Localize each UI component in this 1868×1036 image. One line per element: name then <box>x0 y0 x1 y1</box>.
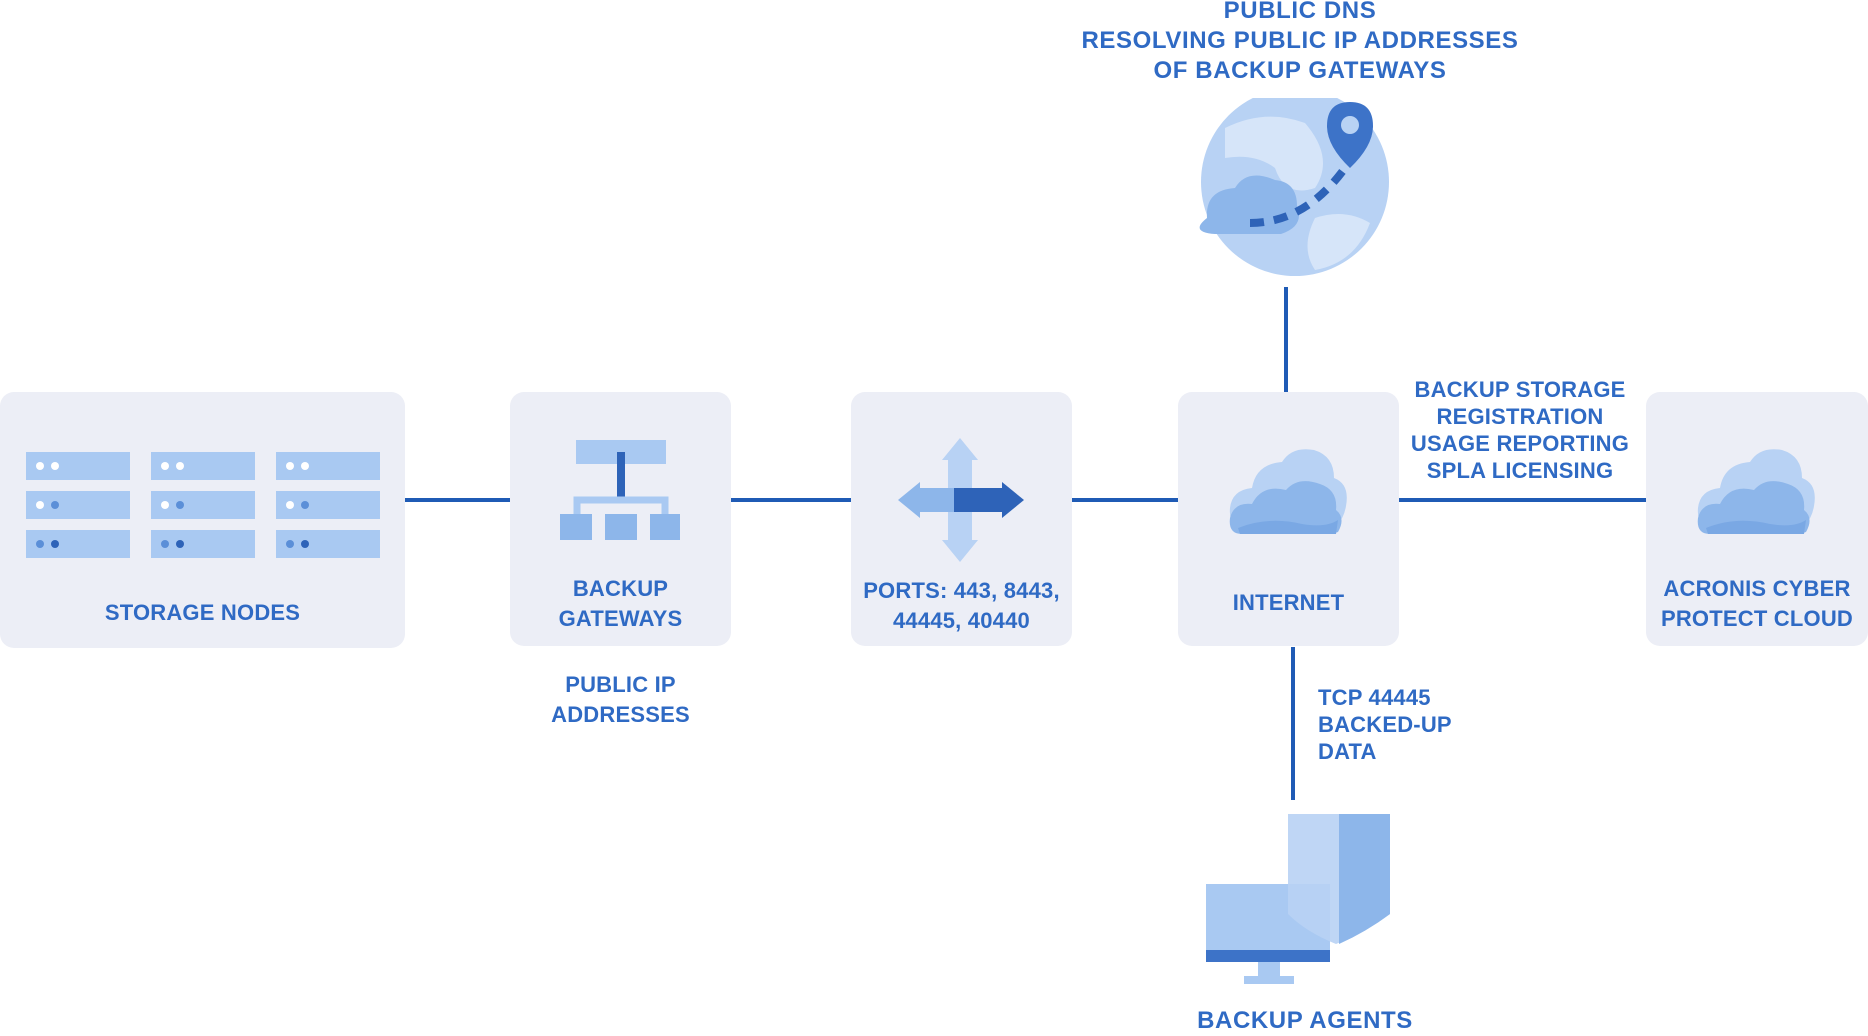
acronis-cloud-label: ACRONIS CYBER PROTECT CLOUD <box>1646 574 1868 634</box>
move-arrows-icon <box>898 438 1024 562</box>
internet-cloud-icon <box>1229 449 1347 534</box>
ports-line-1: PORTS: 443, 8443, <box>863 578 1060 603</box>
tcp-note-line-2: BACKED-UP <box>1318 712 1452 737</box>
dns-label: PUBLIC DNS RESOLVING PUBLIC IP ADDRESSES… <box>1000 0 1600 86</box>
registration-note: BACKUP STORAGE REGISTRATION USAGE REPORT… <box>1400 376 1640 484</box>
acronis-cloud-line-2: PROTECT CLOUD <box>1660 606 1854 631</box>
globe-location-icon <box>1199 98 1389 276</box>
public-ip-note-line-1: PUBLIC IP <box>565 672 676 697</box>
backup-gateways-line-2: GATEWAYS <box>558 606 683 631</box>
backup-gateways-label: BACKUP GATEWAYS <box>510 574 731 634</box>
dns-label-line-2: RESOLVING PUBLIC IP ADDRESSES <box>1081 27 1519 54</box>
internet-label: INTERNET <box>1232 590 1345 615</box>
storage-nodes-box <box>0 392 405 648</box>
network-hierarchy-icon <box>560 440 680 540</box>
registration-note-line-2: REGISTRATION <box>1436 404 1604 429</box>
acronis-cloud-line-1: ACRONIS CYBER <box>1663 576 1851 601</box>
monitor-shield-icon <box>1206 814 1390 984</box>
registration-note-line-4: SPLA LICENSING <box>1426 458 1614 483</box>
registration-note-line-3: USAGE REPORTING <box>1410 431 1630 456</box>
dns-label-line-1: PUBLIC DNS <box>1223 0 1377 24</box>
public-ip-note-line-2: ADDRESSES <box>551 702 690 727</box>
acronis-cloud-icon <box>1697 449 1815 534</box>
ports-line-2: 44445, 40440 <box>893 608 1030 633</box>
backup-agents-label: BACKUP AGENTS <box>1197 1007 1413 1034</box>
ports-label: PORTS: 443, 8443, 44445, 40440 <box>851 576 1072 636</box>
storage-nodes-label: STORAGE NODES <box>104 600 301 625</box>
tcp-note: TCP 44445 BACKED-UP DATA <box>1318 684 1518 765</box>
public-ip-note: PUBLIC IP ADDRESSES <box>510 670 731 730</box>
dns-label-line-3: OF BACKUP GATEWAYS <box>1153 57 1447 84</box>
backup-gateways-line-1: BACKUP <box>572 576 669 601</box>
registration-note-line-1: BACKUP STORAGE <box>1414 377 1626 402</box>
server-rack-icon <box>26 452 380 558</box>
tcp-note-line-3: DATA <box>1318 739 1377 764</box>
tcp-note-line-1: TCP 44445 <box>1318 685 1431 710</box>
